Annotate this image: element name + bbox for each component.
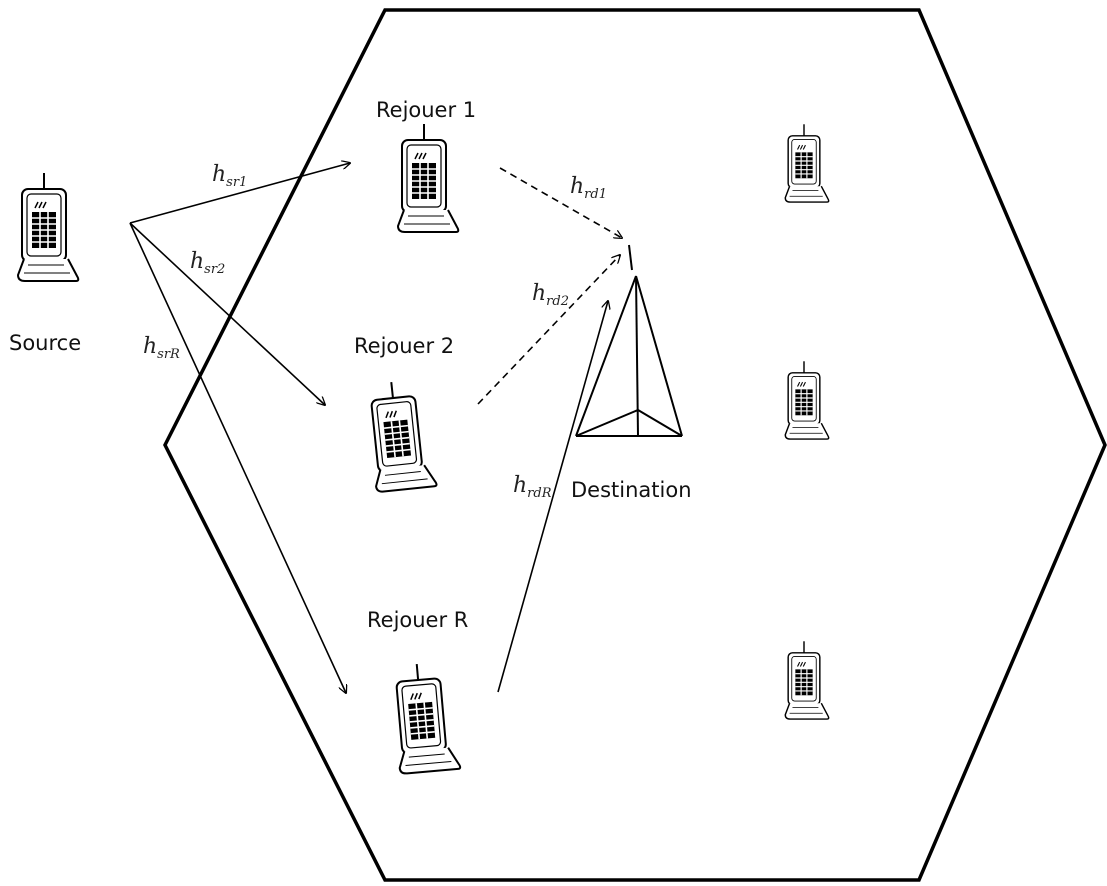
link-rd2 [477, 255, 620, 405]
relay-1-label: Rejouer 1 [376, 98, 476, 122]
cell-hexagon [163, 8, 1107, 882]
source-phone-icon [17, 172, 80, 282]
link-rd1 [499, 167, 622, 238]
channel-label-rd1: hrd1 [570, 174, 607, 202]
channel-label-sr2: hsr2 [190, 249, 225, 277]
channel-label-sr1: hsr1 [212, 162, 247, 190]
relay-2-label: Rejouer 2 [354, 334, 454, 358]
link-rdR [497, 301, 608, 693]
relay-2-phone-icon [364, 377, 438, 494]
link-srR [129, 222, 346, 693]
links-destination [477, 167, 622, 693]
source-label: Source [9, 331, 81, 355]
channel-label-rdR: hrdR [513, 473, 552, 501]
channel-label-rd2: hrd2 [532, 281, 569, 309]
channel-label-srR: hsrR [143, 334, 180, 362]
idle-phone-icon-3 [784, 640, 830, 720]
relay-1-phone-icon [397, 123, 460, 233]
relay-r-phone-icon [389, 660, 462, 775]
links-source [129, 163, 350, 693]
tower-antenna-icon [575, 244, 683, 437]
link-sr2 [129, 222, 325, 405]
relay-r-label: Rejouer R [367, 608, 468, 632]
link-sr1 [129, 163, 350, 224]
idle-phone-icon-2 [784, 360, 830, 440]
destination-label: Destination [571, 478, 692, 502]
idle-phone-icon-1 [784, 123, 830, 203]
